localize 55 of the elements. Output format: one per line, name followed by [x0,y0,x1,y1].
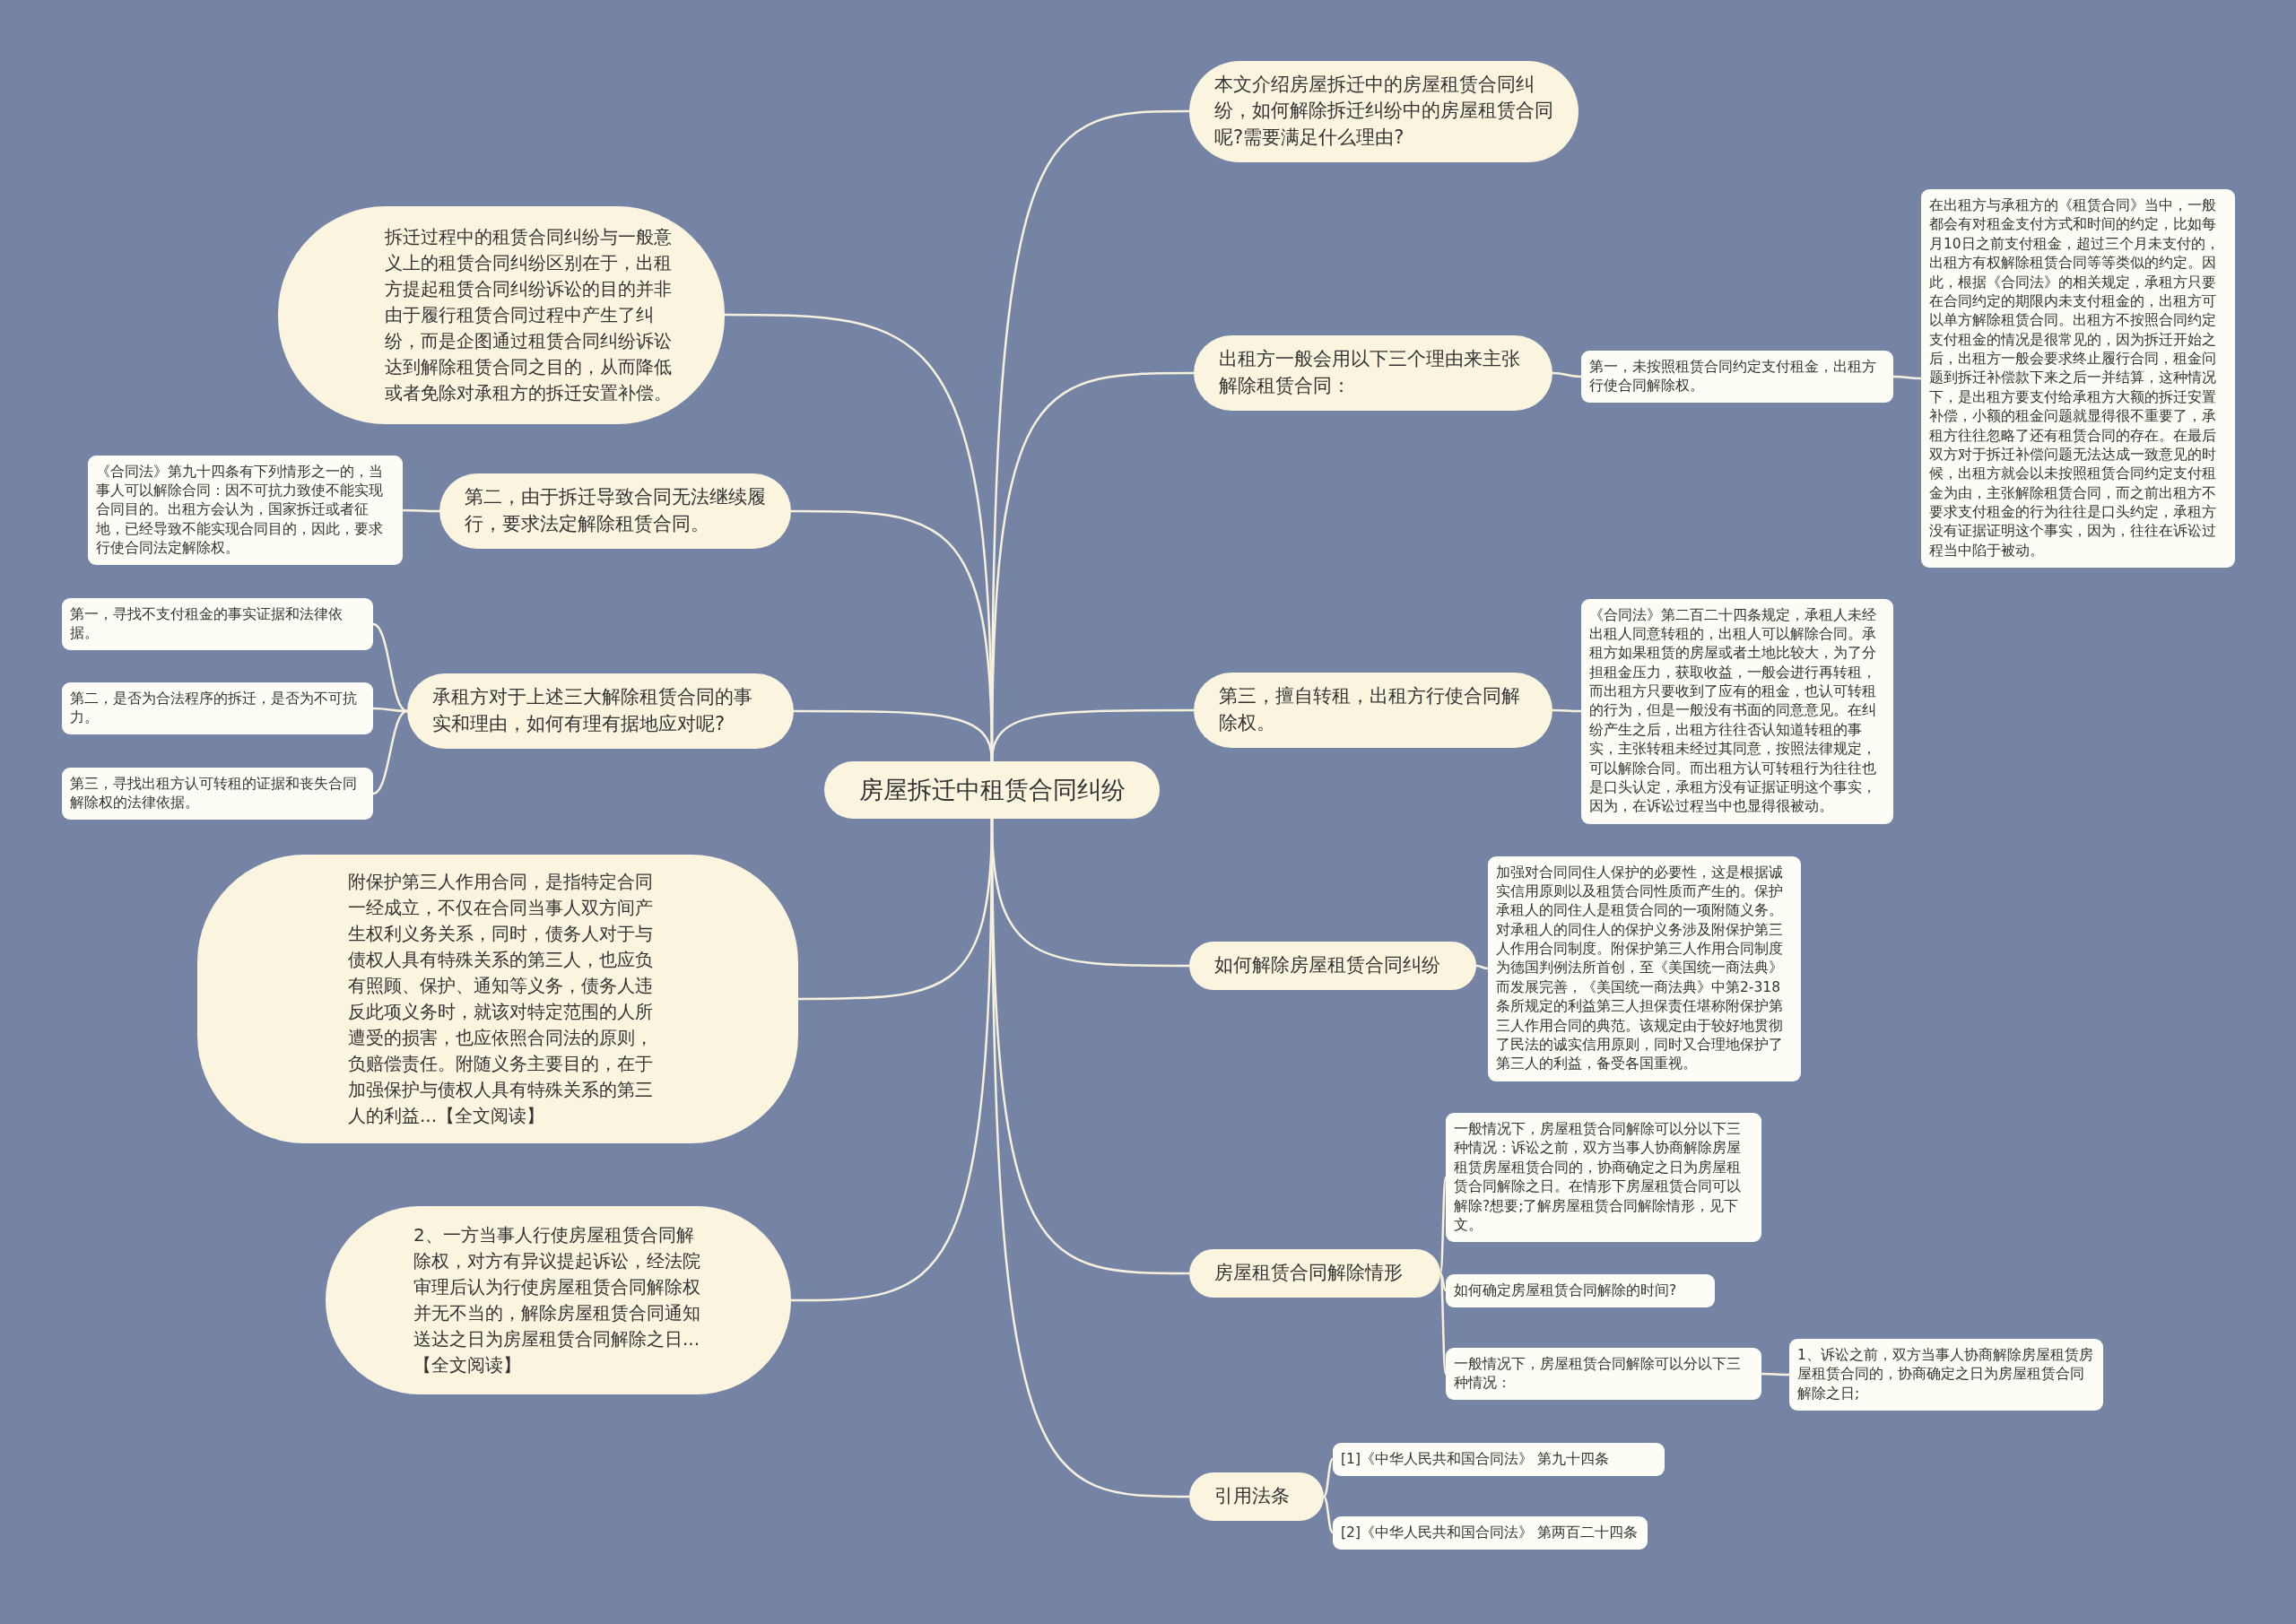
topic-text: 《合同法》第二百二十四条规定，承租人未经出租人同意转租的，出租人可以解除合同。承租方如果租赁的房屋或者土地比较大，为了分担租金压力，获取收益，一般会进行再转租，而出租方只要收到了应有的租金，也认可转租的行为，但是一般没有书面的同意意见。在纠纷产生之后，出租方往往否认知道转租的事实，主张转租未经过其同意，按照法律规定，可以解除合同。而出租方认可转租行为往往也是口头认定，承租方没有证据证明这个事实，因为，在诉讼过程当中也显得很被动。 [1589,605,1877,817]
note-card [1789,1339,2103,1411]
topic-text: 第二，是否为合法程序的拆迁，是否为不可抗力。 [70,689,358,727]
topic-text: 承租方对于上述三大解除租赁合同的事实和理由，如何有理有据地应对呢? [432,685,753,736]
note-card [1333,1515,1648,1550]
connector-line [1552,708,1581,713]
topic-text: 本文介绍房屋拆迁中的房屋租赁合同纠纷，如何解除拆迁纠纷中的房屋租赁合同呢?需要满足什么理由? [1214,72,1553,151]
topic-text: 第一，寻找不支付租金的事实证据和法律依据。 [70,604,344,643]
topic-text: 2、一方当事人行使房屋租赁合同解除权，对方有异议提起诉讼，经法院审理后认为行使房屋租赁合同解除权并无不当的，解除房屋租赁合同通知送达之日为房屋租赁合同解除之日...【全文阅读】 [413,1223,701,1377]
note-card [62,767,373,821]
topic-text: 第三，寻找出租方认可转租的证据和丧失合同解除权的法律依据。 [70,774,358,812]
connector-line [1475,964,1489,970]
topic-pill [1189,942,1476,990]
topic-text: 附保护第三人作用合同，是指特定合同一经成立，不仅在合同当事人双方间产生权利义务关系，同时，债务人对于与债权人具有特殊关系的第三人，也应负有照顾、保护、通知等义务，债务人违反此项义务时，就该对特定范围的人所遭受的损害，也应依照合同法的原则，负赔偿责任。附随义务主要目的，在于加强保护与债权人具有特殊关系的第三人的利益...【全文阅读】 [348,870,654,1128]
connector-line [1439,1272,1448,1291]
topic-text: 如何解除房屋租赁合同纠纷 [1214,953,1441,977]
topic-pill [1189,1249,1440,1298]
connector-line [1761,1372,1789,1376]
connector-line [372,709,408,795]
connector-line [403,508,439,513]
note-card [1333,1442,1665,1476]
topic-text: 在出租方与承租方的《租赁合同》当中，一般都会有对租金支付方式和时间的约定，比如每月10日之前支付租金，超过三个月未支付的，出租方有权解除租赁合同等等类似的约定。因此，根据《合同法》的相关规定，承租方只要在合同约定的期限内未支付租金的，出租方可以单方解除租赁合同。出租方不按照合同约定支付租金的情况是很常见的，因为拆迁开始之后，出租方一般会要求终止履行合同，租金问题到拆迁补偿款下来之后一并结算，这种情况下，是出租方要支付给承租方大额的拆迁安置补偿，小额的租金问题就显得很不重要了，承租方往往忽略了还有租赁合同的存在。在最后双方对于拆迁补偿问题无法达成一致意见的时候，出租方就会以未按照租赁合同约定支付租金为由，主张解除租赁合同，而之前出租方不要求支付租金的行为往往是口头约定，承租方没有证据证明这个事实，因为，往往在诉讼过程当中陷于被动。 [1929,196,2221,560]
note-card [1446,1273,1715,1307]
topic-text: 1、诉讼之前，双方当事人协商解除房屋租赁房屋租赁合同的，协商确定之日为房屋租赁合同解除之日; [1797,1346,2094,1403]
topic-text: 出租方一般会用以下三个理由来主张解除租赁合同： [1219,347,1521,398]
connector-line [1323,1496,1334,1533]
connector-line [373,707,407,713]
topic-text: 引用法条 [1214,1484,1291,1508]
topic-text: [1]《中华人民共和国合同法》 第九十四条 [1341,1449,1610,1469]
note-card [62,597,373,651]
topic-text: 如何确定房屋租赁合同解除的时间? [1454,1281,1678,1300]
topic-text: 第一，未按照租赁合同约定支付租金，出租方行使合同解除权。 [1589,357,1877,395]
note-card [1581,350,1893,404]
topic-text: 拆迁过程中的租赁合同纠纷与一般意义上的租赁合同纠纷区别在于，出租方提起租赁合同纠纷诉讼的目的并非由于履行租赁合同过程中产生了纠纷，而是企图通过租赁合同纠纷诉讼达到解除租赁合同之目的，从而降低或者免除对承租方的拆迁安置补偿。 [385,224,673,405]
connector-line [1439,1177,1448,1274]
topic-text: 房屋拆迁中租赁合同纠纷 [857,775,1126,805]
topic-text: 第二，由于拆迁导致合同无法继续履行，要求法定解除租赁合同。 [465,485,766,536]
note-card [1446,1347,1761,1401]
note-card [88,455,403,566]
connector-line [372,622,408,713]
topic-pill [1189,1472,1324,1521]
connector-line [1893,375,1921,380]
topic-text: 房屋租赁合同解除情形 [1214,1261,1404,1285]
topic-text: 《合同法》第九十四条有下列情形之一的，当事人可以解除合同：因不可抗力致使不能实现合同目的。出租方会认为，国家拆迁或者征地，已经导致不能实现合同目的，因此，要求行使合同法定解除权。 [96,462,384,558]
topic-text: 加强对合同同住人保护的必要性，这是根据诚实信用原则以及租赁合同性质而产生的。保护承租人的同住人是租赁合同的一项附随义务。对承租人的同住人的保护义务涉及附保护第三人作用合同制度。附保护第三人作用合同制度为德国判例法所首创，至《美国统一商法典》而发展完善，《美国统一商法典》中第2-318条所规定的利益第三人担保责任堪称附保护第三人作用合同的典范。该规定由于较好地贯彻了民法的诚实信用原则，同时又合理地保护了第三人的利益，备受各国重视。 [1496,863,1784,1074]
connector-line [1552,371,1582,378]
note-card [1446,1113,1761,1243]
connector-line [791,819,994,1302]
topic-text: 一般情况下，房屋租赁合同解除可以分以下三种情况：诉讼之前，双方当事人协商解除房屋租赁房屋租赁合同的，协商确定之日为房屋租赁合同解除之日。在情形下房屋租赁合同可以解除?想要;了解房屋租赁合同解除情形，见下文。 [1454,1120,1742,1235]
topic-text: 一般情况下，房屋租赁合同解除可以分以下三种情况： [1454,1354,1742,1393]
topic-text: [2]《中华人民共和国合同法》 第两百二十四条 [1341,1523,1639,1542]
note-card [62,682,373,735]
topic-text: 第三，擅自转租，出租方行使合同解除权。 [1219,684,1521,735]
connector-line [794,709,994,762]
connector-line [1323,1458,1334,1498]
